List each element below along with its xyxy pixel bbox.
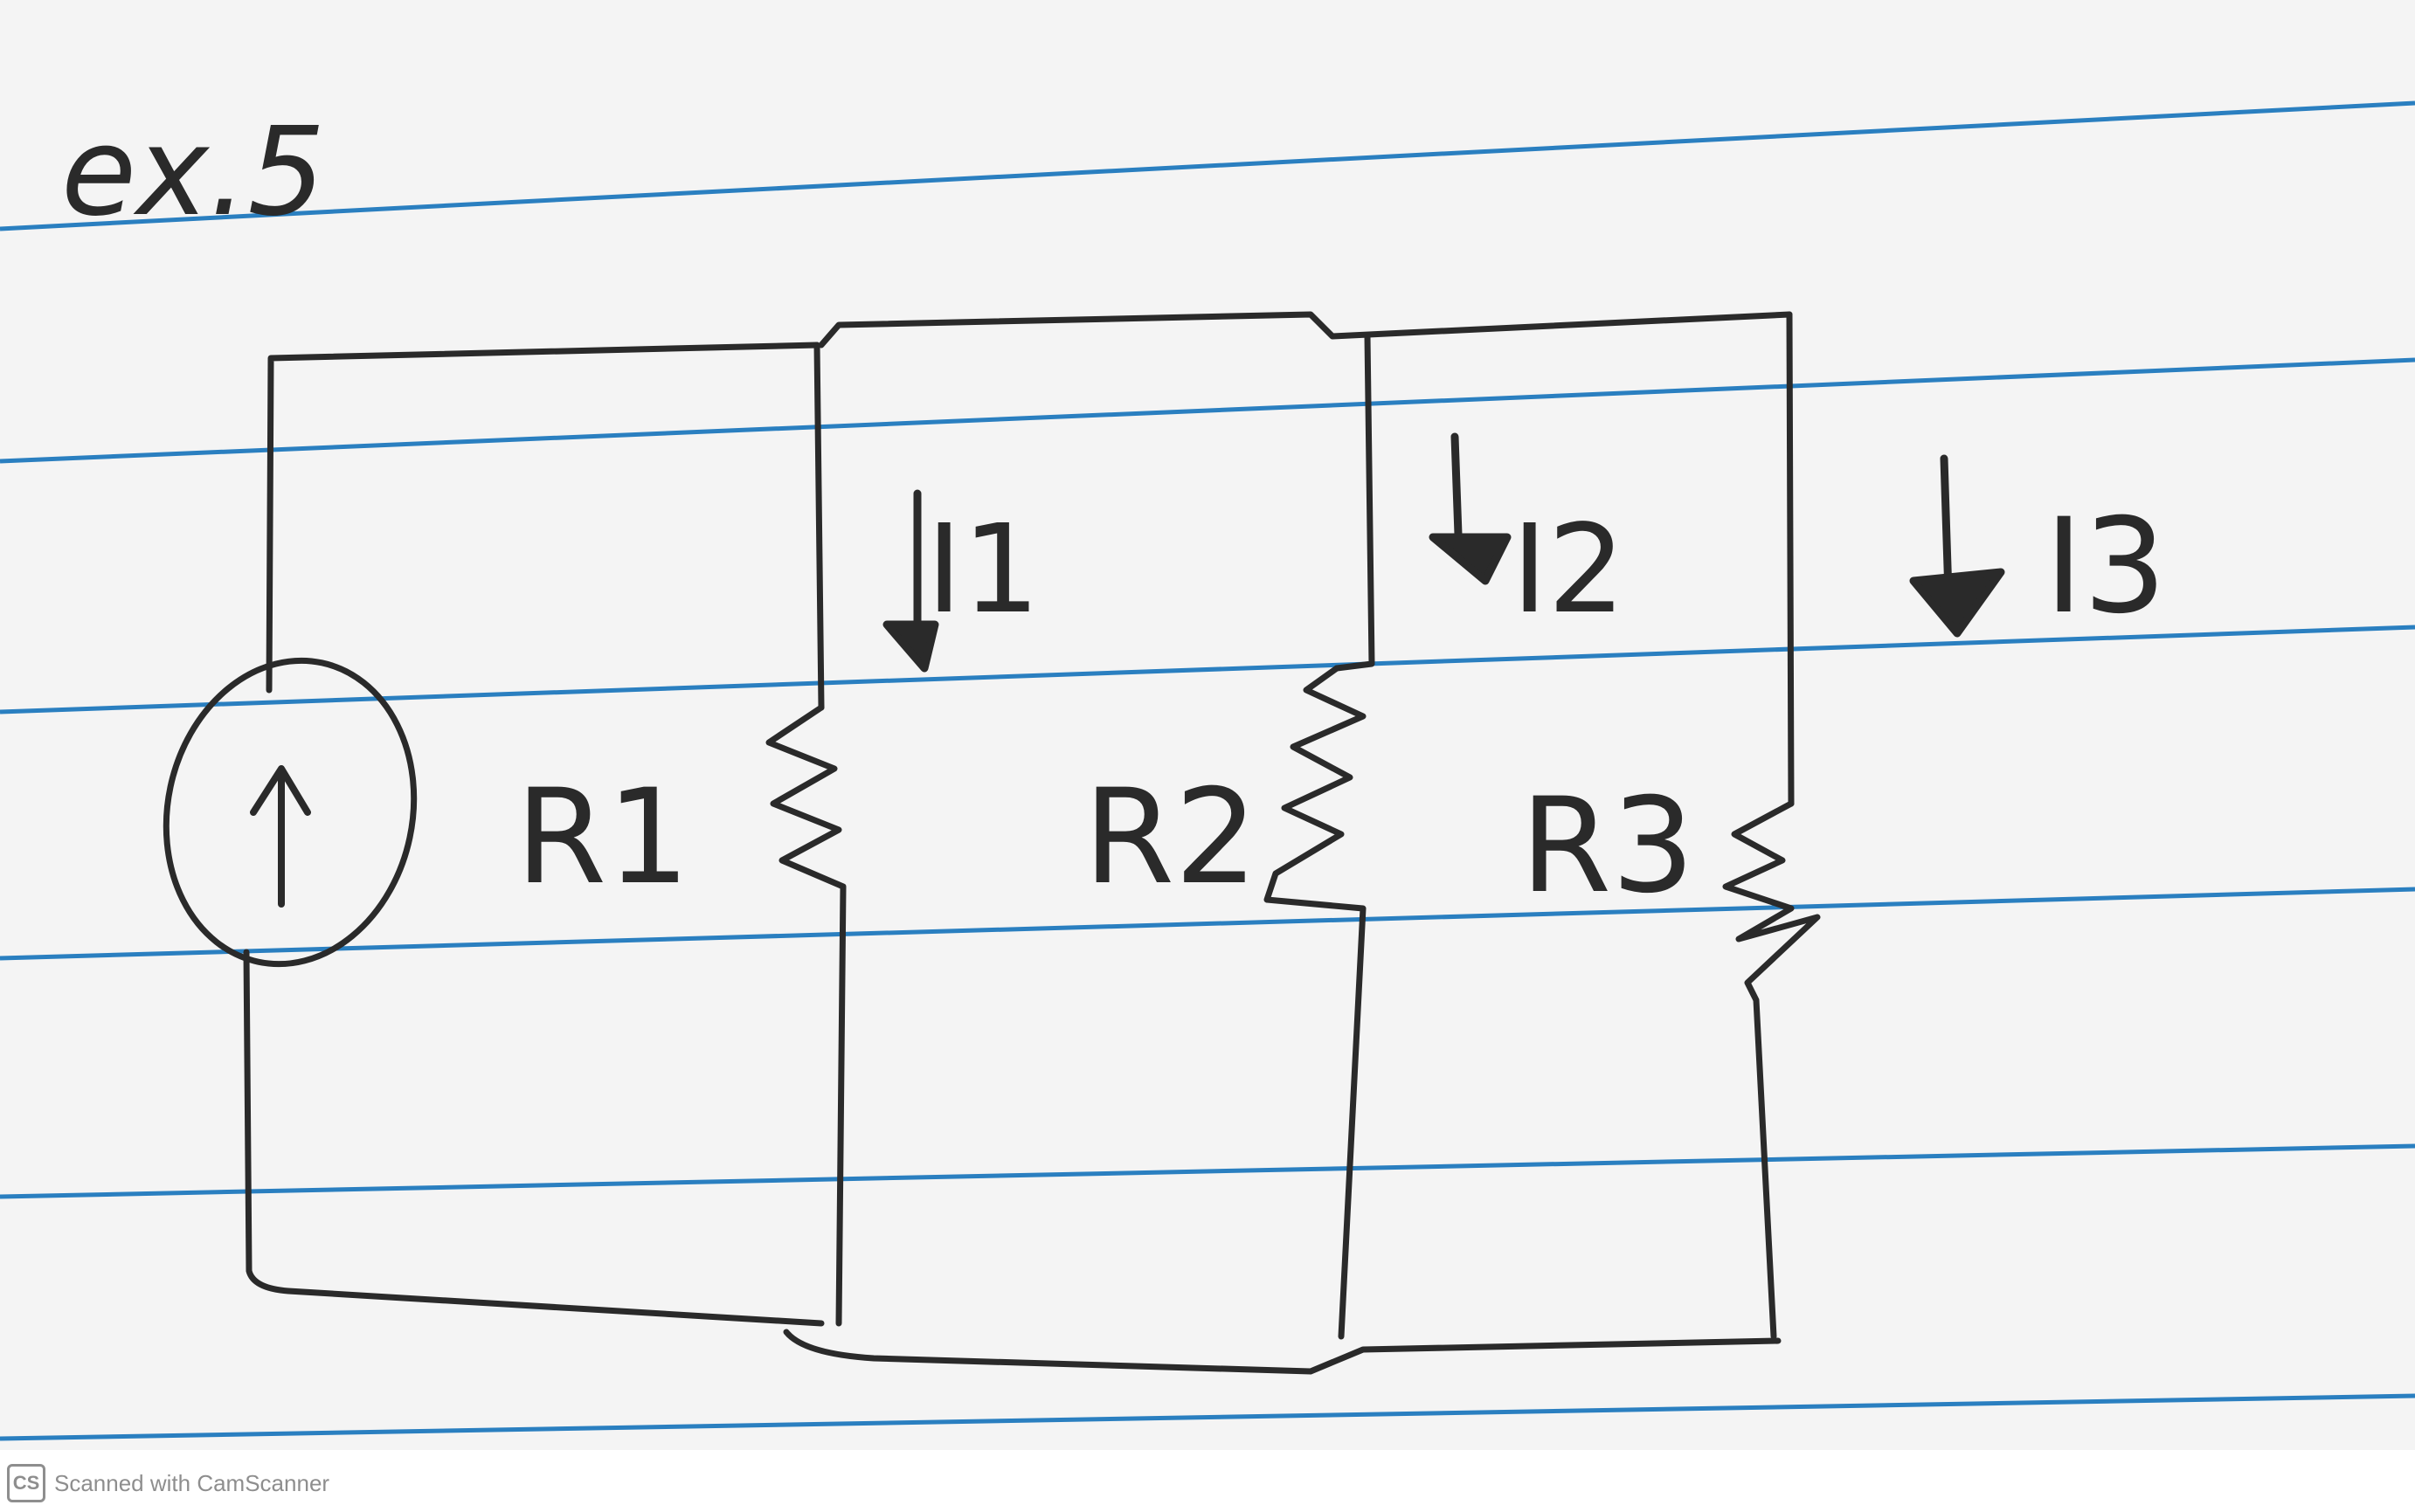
rule-line xyxy=(0,1143,2415,1199)
wire-bottom-left xyxy=(243,949,825,1327)
up-arrow-icon xyxy=(250,765,311,908)
resistor-label-r2: R2 xyxy=(1083,762,1258,914)
wire-bottom-right xyxy=(783,1329,1782,1375)
rule-line xyxy=(0,625,2415,715)
wire-top-middle xyxy=(818,311,1793,349)
paper-background xyxy=(0,0,2415,1450)
resistor-r1 xyxy=(765,704,847,1327)
current-label-i1: I1 xyxy=(926,499,1040,641)
scanner-text: Scanned with CamScanner xyxy=(54,1469,330,1496)
source-circle xyxy=(163,657,418,968)
footer-band xyxy=(0,1450,2415,1512)
rule-line xyxy=(0,1393,2415,1441)
page-heading: ex.5 xyxy=(61,101,326,244)
ruled-lines xyxy=(0,100,2415,1441)
resistor-label-r3: R3 xyxy=(1520,770,1695,922)
rule-line xyxy=(0,357,2415,464)
wire-r3-top xyxy=(1786,311,1795,807)
wire-r1-top xyxy=(813,342,825,711)
scanner-watermark: CS Scanned with CamScanner xyxy=(7,1464,329,1502)
rule-line xyxy=(0,100,2415,231)
rule-line xyxy=(0,887,2415,961)
current-source xyxy=(163,657,418,968)
camscanner-logo: CS xyxy=(7,1464,45,1502)
resistor-label-r1: R1 xyxy=(516,762,690,914)
down-arrow-icon xyxy=(1909,454,2005,638)
resistor-r2 xyxy=(1263,665,1367,1340)
current-label-i2: I2 xyxy=(1512,499,1625,641)
circuit-wires xyxy=(243,311,1821,1375)
resistor-r3 xyxy=(1722,800,1821,1340)
wire-r2-top xyxy=(1333,333,1375,672)
wire-top-left xyxy=(266,342,820,694)
current-label-i3: I3 xyxy=(2045,491,2167,643)
down-arrow-icon xyxy=(882,489,939,673)
down-arrow-icon xyxy=(1429,432,1512,585)
